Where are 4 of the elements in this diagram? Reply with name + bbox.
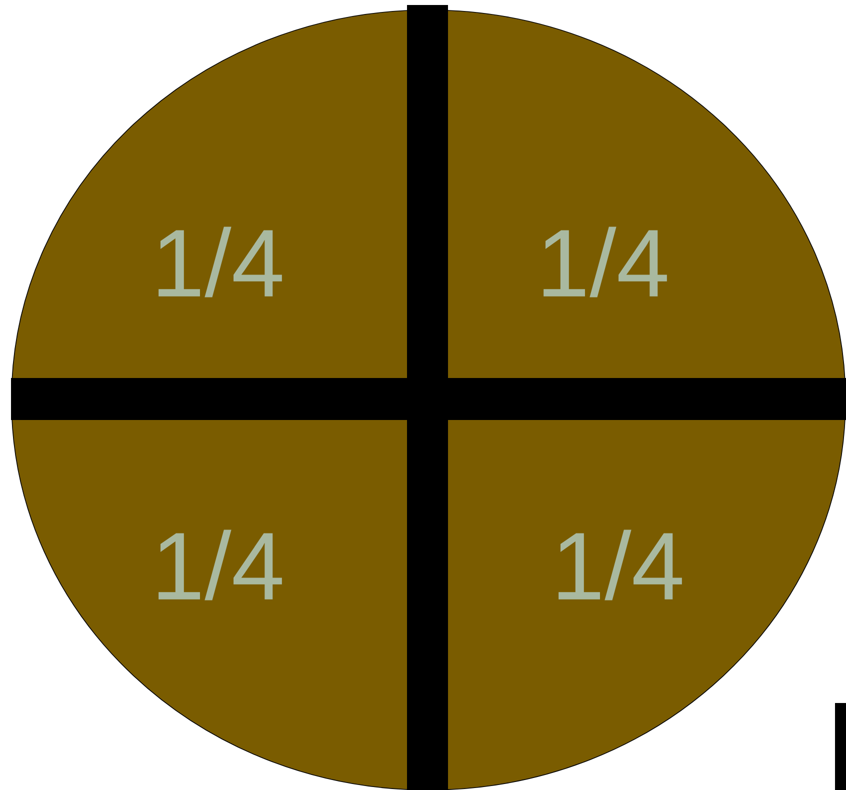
fraction-label: 1/4 bbox=[544, 226, 667, 298]
fraction-label: 1/4 bbox=[558, 530, 682, 600]
fraction-label: 1/4 bbox=[158, 530, 282, 600]
fraction-label: 1/4 bbox=[158, 226, 282, 298]
